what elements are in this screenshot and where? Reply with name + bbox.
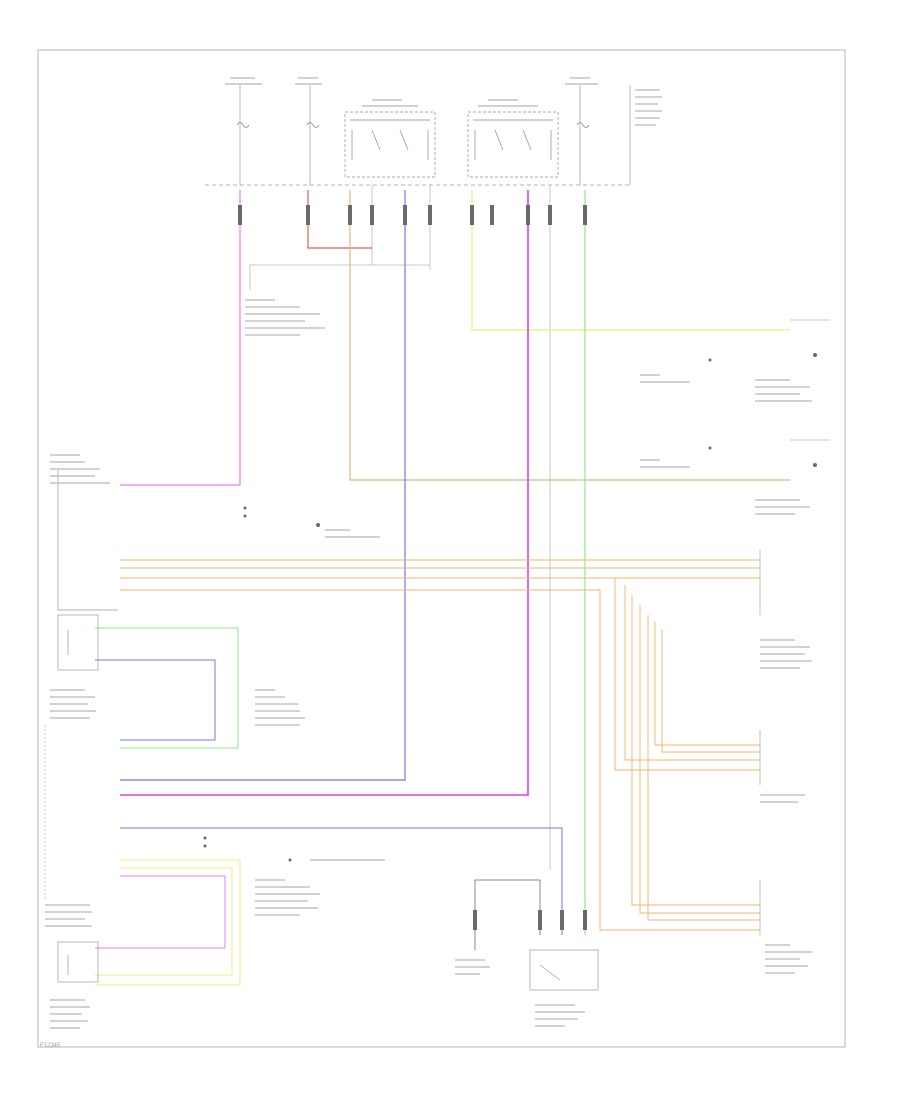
wire-yellow-right xyxy=(471,190,790,331)
connector-pins xyxy=(203,205,817,930)
wire-magenta xyxy=(120,190,529,796)
wire-ground xyxy=(474,879,541,950)
fuse-symbols xyxy=(236,122,590,128)
wire-lower-left xyxy=(95,859,241,986)
right-connectors xyxy=(759,319,830,935)
wire-green-loop xyxy=(95,627,239,749)
fuse-junction-box xyxy=(205,85,631,186)
wire-blue xyxy=(120,190,406,781)
left-module xyxy=(57,470,118,983)
relay-right xyxy=(467,111,559,178)
wire-blue-lower xyxy=(120,827,563,935)
wire-bundle-orange xyxy=(120,559,760,931)
wire-red xyxy=(307,190,372,249)
wires-gray xyxy=(249,185,551,870)
illegible-label-marks xyxy=(45,77,812,1029)
wire-pink-power xyxy=(120,190,241,486)
relay-left xyxy=(344,111,436,178)
bottom-center-component xyxy=(529,949,599,991)
wire-tan xyxy=(349,190,790,481)
diagram-id: F12345 xyxy=(40,1043,61,1049)
wire-blue-loop xyxy=(95,659,216,741)
diagram-frame xyxy=(37,49,846,1048)
